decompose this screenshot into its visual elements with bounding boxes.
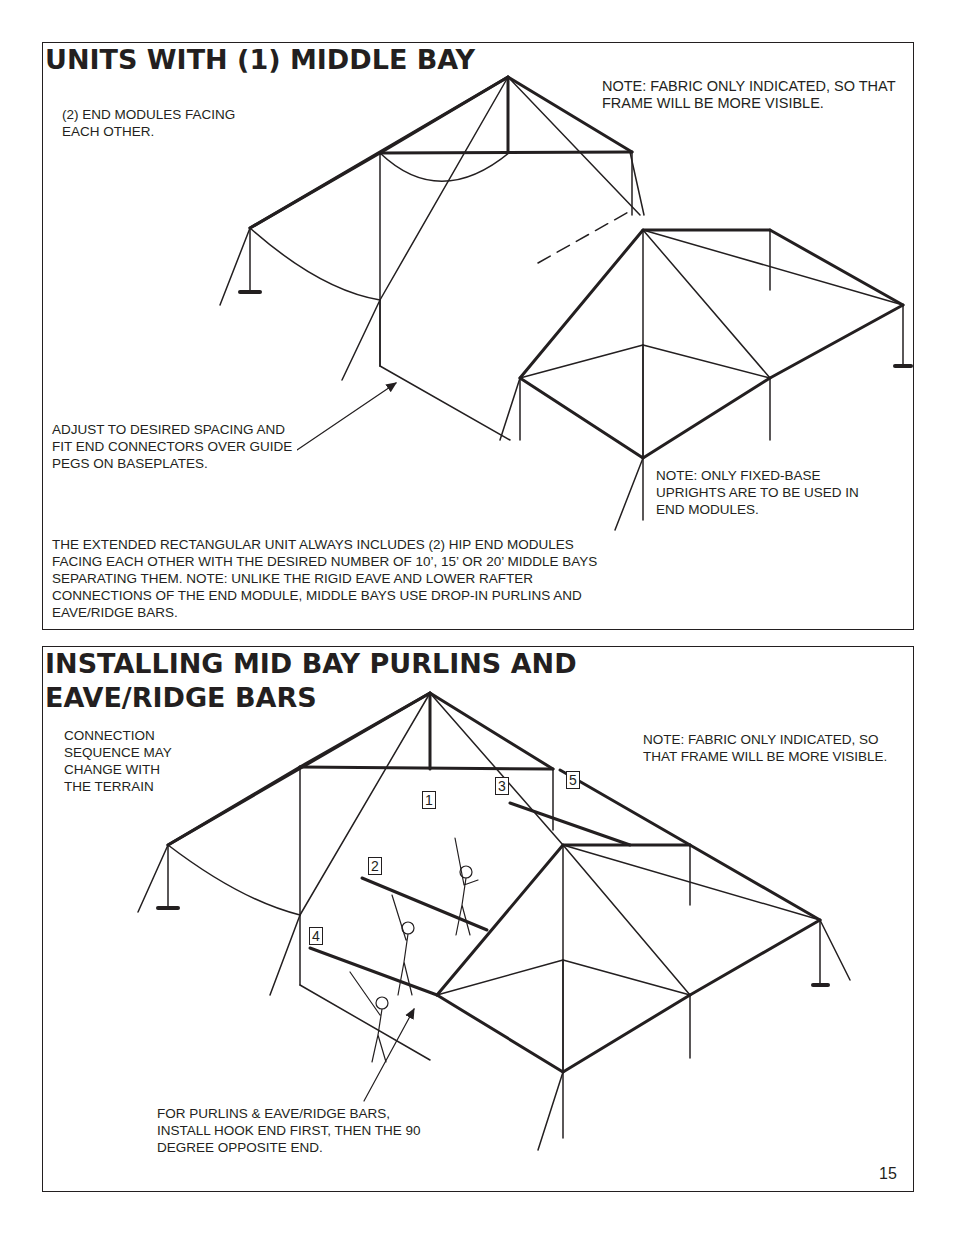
- callout-box: 5: [566, 771, 580, 789]
- callout-box: 3: [495, 777, 509, 795]
- note-text: NOTE: FABRIC ONLY INDICATED, SO THAT FRA…: [602, 78, 902, 112]
- callout-number: 4: [312, 929, 320, 943]
- note-text: FOR PURLINS & EAVE/RIDGE BARS, INSTALL H…: [157, 1105, 432, 1156]
- callout-box: 4: [309, 927, 323, 945]
- callout-box: 1: [422, 791, 436, 809]
- page-number: 15: [879, 1165, 909, 1182]
- panel-heading: INSTALLING MID BAY PURLINS AND EAVE/RIDG…: [45, 647, 645, 715]
- callout-number: 2: [371, 859, 379, 873]
- note-text: CONNECTION SEQUENCE MAY CHANGE WITH THE …: [64, 727, 189, 795]
- callout-number: 3: [498, 779, 506, 793]
- note-text: NOTE: ONLY FIXED-BASE UPRIGHTS ARE TO BE…: [656, 467, 861, 518]
- note-text: NOTE: FABRIC ONLY INDICATED, SO THAT FRA…: [643, 731, 908, 765]
- panel-heading: UNITS WITH (1) MIDDLE BAY: [45, 43, 665, 77]
- callout-box: 2: [368, 857, 382, 875]
- note-text: ADJUST TO DESIRED SPACING AND FIT END CO…: [52, 421, 297, 472]
- note-text: THE EXTENDED RECTANGULAR UNIT ALWAYS INC…: [52, 536, 622, 621]
- note-text: (2) END MODULES FACING EACH OTHER.: [62, 106, 257, 140]
- callout-number: 1: [425, 793, 433, 807]
- callout-number: 5: [569, 773, 577, 787]
